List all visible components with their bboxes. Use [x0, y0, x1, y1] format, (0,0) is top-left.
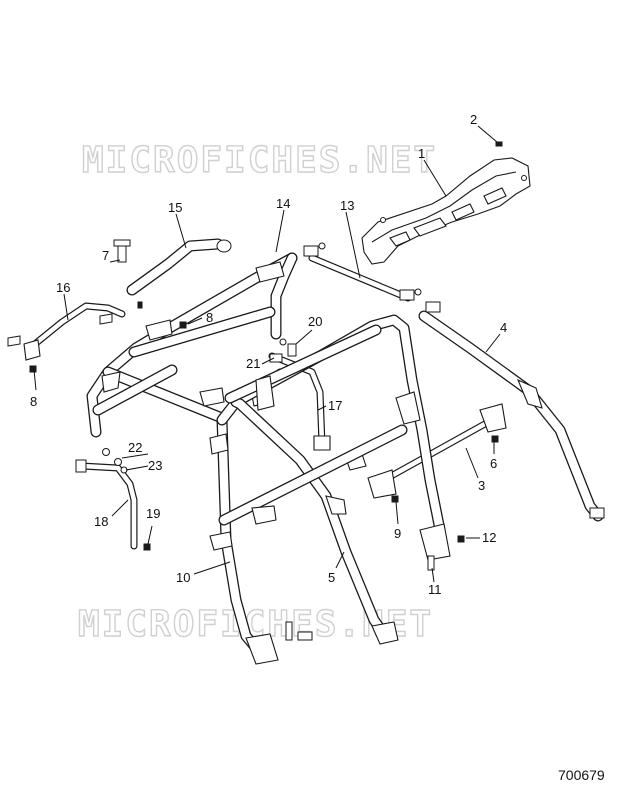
callout-14: 14: [276, 196, 290, 211]
callout-20: 20: [308, 314, 322, 329]
callout-5: 5: [328, 570, 335, 585]
callout-17: 17: [328, 398, 342, 413]
part-4-rear-leg: [418, 301, 605, 522]
callout-21: 21: [246, 356, 260, 371]
watermark-top: MICROFICHES.NET: [82, 140, 437, 181]
callout-4: 4: [500, 320, 507, 335]
callout-2: 2: [470, 112, 477, 127]
part-16-bracket: [7, 302, 126, 373]
part-15-tube: [126, 238, 232, 296]
misc-hardware: [179, 321, 465, 641]
callout-1: 1: [418, 146, 425, 161]
part-13-crossbar: [303, 242, 422, 302]
callout-23: 23: [148, 458, 162, 473]
callout-6: 6: [490, 456, 497, 471]
part-18-bracket: [75, 448, 151, 551]
callout-10: 10: [176, 570, 190, 585]
part-2-screw: [495, 141, 503, 147]
callout-13: 13: [340, 198, 354, 213]
part-1-roof-panel: [361, 157, 531, 265]
callout-8-lower: 8: [30, 394, 37, 409]
callout-15: 15: [168, 200, 182, 215]
callout-7: 7: [102, 248, 109, 263]
part-7-bolt: [113, 239, 143, 309]
callout-8-upper: 8: [206, 310, 213, 325]
part-14-upper-frame: [86, 252, 298, 438]
callout-22: 22: [128, 440, 142, 455]
leader-lines: [33, 125, 501, 583]
callout-3: 3: [478, 478, 485, 493]
callout-16: 16: [56, 280, 70, 295]
callout-18: 18: [94, 514, 108, 529]
callouts: 2 1 15 14 13 7 16 8 8 20 21 4 17 6 3 22 …: [30, 112, 507, 597]
part-20-21-hardware: [269, 338, 297, 363]
callout-9: 9: [394, 526, 401, 541]
figure-id: 700679: [558, 767, 605, 783]
part-10-front-hoop: [199, 314, 451, 665]
callout-12: 12: [482, 530, 496, 545]
part-3-crossbar: [367, 403, 507, 499]
callout-11: 11: [428, 582, 442, 597]
callout-19: 19: [146, 506, 160, 521]
